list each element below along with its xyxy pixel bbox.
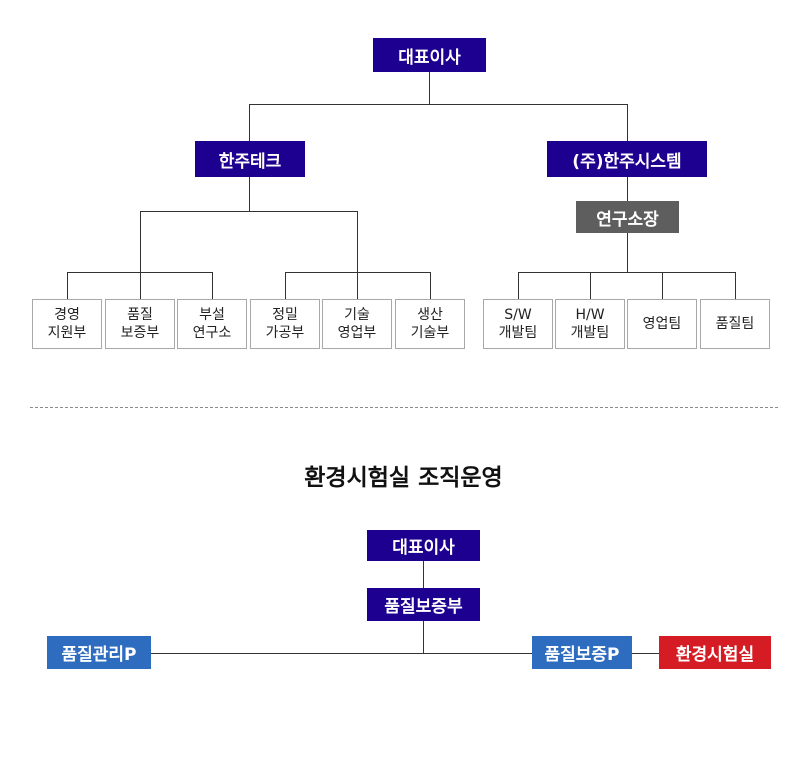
ceo-box: 대표이사 (373, 38, 486, 72)
dept-line1: 경영 (54, 307, 80, 323)
team-sw-development: S/W 개발팀 (483, 299, 553, 349)
team-line1: S/W (504, 307, 532, 323)
env-lab-box: 환경시험실 (659, 636, 771, 669)
section-divider (30, 407, 778, 408)
qa-dept-box: 품질보증부 (367, 588, 480, 621)
dept-line2: 영업부 (337, 325, 377, 341)
lab-chart-title: 환경시험실 조직운영 (304, 465, 503, 491)
hanju-tech-box: 한주테크 (195, 141, 305, 177)
dept-precision-machining: 정밀 가공부 (250, 299, 320, 349)
lab-ceo-box: 대표이사 (367, 530, 480, 561)
dept-quality-assurance: 품질 보증부 (105, 299, 175, 349)
dept-line2: 연구소 (192, 325, 232, 341)
dept-line1: 정밀 (272, 307, 298, 323)
team-quality: 품질팀 (700, 299, 770, 349)
team-line1: 품질팀 (715, 316, 755, 332)
qm-part-box: 품질관리P (47, 636, 151, 669)
dept-line2: 지원부 (47, 325, 87, 341)
dept-research-institute: 부설 연구소 (177, 299, 247, 349)
dept-line2: 기술부 (410, 325, 450, 341)
dept-line1: 기술 (344, 307, 370, 323)
dept-management-support: 경영 지원부 (32, 299, 102, 349)
lab-head-box: 연구소장 (576, 201, 679, 233)
team-sales: 영업팀 (627, 299, 697, 349)
team-hw-development: H/W 개발팀 (555, 299, 625, 349)
dept-line1: 생산 (417, 307, 443, 323)
team-line1: 영업팀 (642, 316, 682, 332)
dept-production-engineering: 생산 기술부 (395, 299, 465, 349)
dept-line1: 부설 (199, 307, 225, 323)
qa-part-box: 품질보증P (532, 636, 632, 669)
dept-line1: 품질 (127, 307, 153, 323)
hanju-system-box: (주)한주시스템 (547, 141, 707, 177)
team-line2: 개발팀 (570, 325, 610, 341)
dept-line2: 보증부 (120, 325, 160, 341)
dept-technical-sales: 기술 영업부 (322, 299, 392, 349)
team-line2: 개발팀 (498, 325, 538, 341)
team-line1: H/W (575, 307, 605, 323)
dept-line2: 가공부 (265, 325, 305, 341)
